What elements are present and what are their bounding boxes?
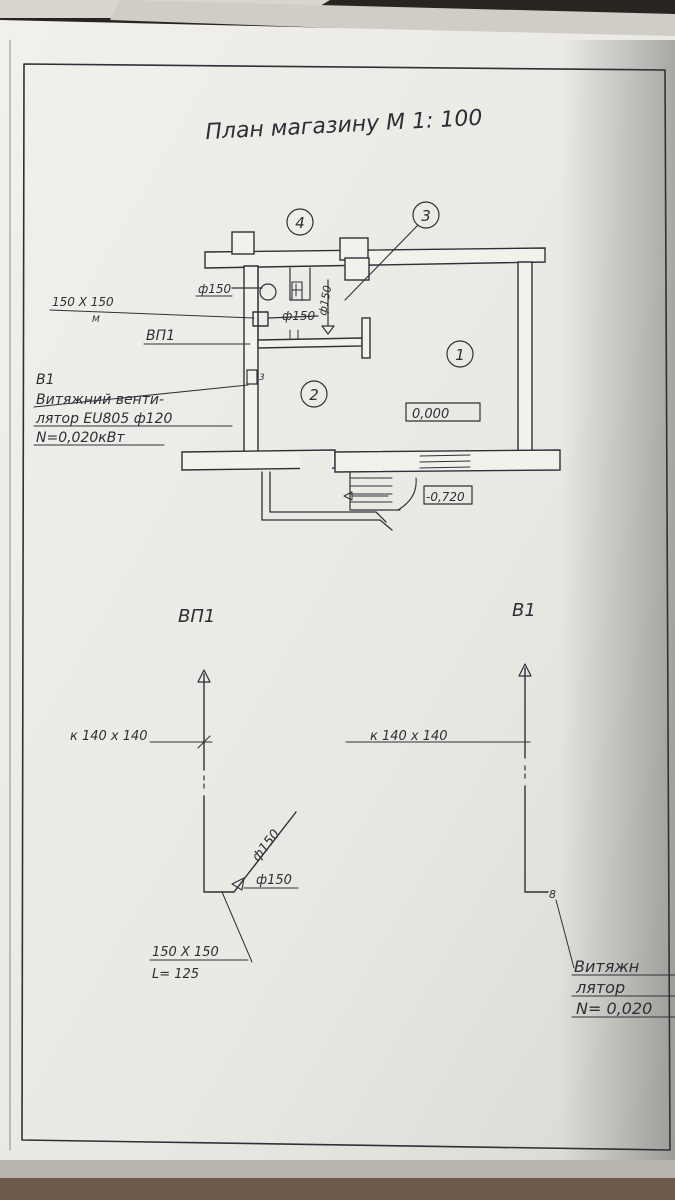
room-marker-3 xyxy=(412,201,440,229)
wall-stub-mid xyxy=(339,237,369,261)
table-edge xyxy=(0,1178,675,1200)
scheme-b1-title: В1 xyxy=(512,600,536,621)
room-marker-1 xyxy=(446,340,474,368)
ramp-inner xyxy=(269,471,387,523)
ramp-outer xyxy=(261,471,393,531)
under-sheet-2 xyxy=(110,0,675,40)
wall-right xyxy=(517,261,533,456)
wall-pier xyxy=(361,317,371,359)
stair-step-lines xyxy=(419,454,471,469)
duct-hangers xyxy=(289,329,299,339)
duct-vertical-label: ф150 xyxy=(316,284,334,316)
level-entrance: -0,720 xyxy=(426,490,465,504)
vp1-riser-label: к 140 х 140 xyxy=(70,729,148,744)
stair-arrow-head xyxy=(343,491,353,501)
wall-stub-left xyxy=(231,231,255,255)
grille-size-label: 150 X 150 xyxy=(52,295,114,309)
vp1-branch-label-2: ф150 xyxy=(256,873,292,888)
floor-plan: 3 4 3 1 2 0,000 -0,720 ф150 ф150 ф150 15… xyxy=(33,201,561,531)
wall-left xyxy=(243,265,259,459)
scheme-b1: В1 к 140 х 140 8 Витяжн лятор N= 0,020 xyxy=(345,600,675,1018)
vp1-grille-label: 150 X 150 xyxy=(152,945,219,960)
grille-leader xyxy=(49,309,255,319)
drawing-frame xyxy=(21,63,671,1151)
toilet-symbol xyxy=(259,283,277,301)
b1-note-leader xyxy=(555,899,575,969)
b1-note-line1: Витяжн xyxy=(574,957,639,976)
room-3-number: 3 xyxy=(421,207,431,225)
vp1-branch-arrow xyxy=(231,877,245,891)
fan-note-line3: лятор EU805 ф120 xyxy=(35,411,172,427)
b1-note-line3: N= 0,020 xyxy=(576,999,652,1018)
fan-mark: 3 xyxy=(259,373,265,383)
room-marker-4 xyxy=(286,208,314,236)
b1-fan-node: 8 xyxy=(549,888,556,901)
fan-b1-symbol xyxy=(246,369,258,385)
sink-cross xyxy=(291,283,303,297)
door-gap xyxy=(300,452,332,472)
wall-top xyxy=(204,247,546,269)
vp1-length-label: L= 125 xyxy=(152,967,199,982)
grille-box xyxy=(252,311,269,327)
duct-horizontal xyxy=(267,315,319,319)
paper-sheet xyxy=(0,20,675,1185)
vent-shaft xyxy=(344,257,370,281)
entrance-steps xyxy=(349,477,393,503)
vp1-grille-leader xyxy=(221,891,253,963)
room-2-number: 2 xyxy=(309,386,319,404)
paper-shadow xyxy=(560,40,675,1185)
fan-note-leader xyxy=(33,384,249,408)
duct-inline-label: ф150 xyxy=(282,309,316,323)
scheme-vp1-title: ВП1 xyxy=(178,606,215,627)
room-1-number: 1 xyxy=(455,346,465,364)
duct-top-label: ф150 xyxy=(198,282,232,296)
entrance-landing xyxy=(349,471,401,511)
b1-riser-arrow xyxy=(518,663,532,677)
room-3-leader xyxy=(344,224,419,301)
door-swing xyxy=(397,477,417,511)
level-main: 0,000 xyxy=(412,407,449,422)
vp1-tag: ВП1 xyxy=(146,328,175,344)
level-box-main xyxy=(405,402,481,422)
vp1-riser-arrow xyxy=(197,669,211,683)
b1-riser-label: к 140 х 140 xyxy=(370,729,448,744)
room-marker-2 xyxy=(300,380,328,408)
sink-symbol xyxy=(291,281,303,301)
duct-arrow xyxy=(321,325,335,335)
wall-interior xyxy=(257,337,363,349)
grille-m-label: М xyxy=(92,315,100,325)
vp1-riser-tick xyxy=(197,735,211,749)
b1-note-line2: лятор xyxy=(575,978,625,997)
fan-note-line1: В1 xyxy=(36,372,55,388)
room-4-number: 4 xyxy=(295,214,305,232)
level-box-entrance xyxy=(423,485,473,505)
fan-note-line4: N=0,020кВт xyxy=(36,430,125,446)
